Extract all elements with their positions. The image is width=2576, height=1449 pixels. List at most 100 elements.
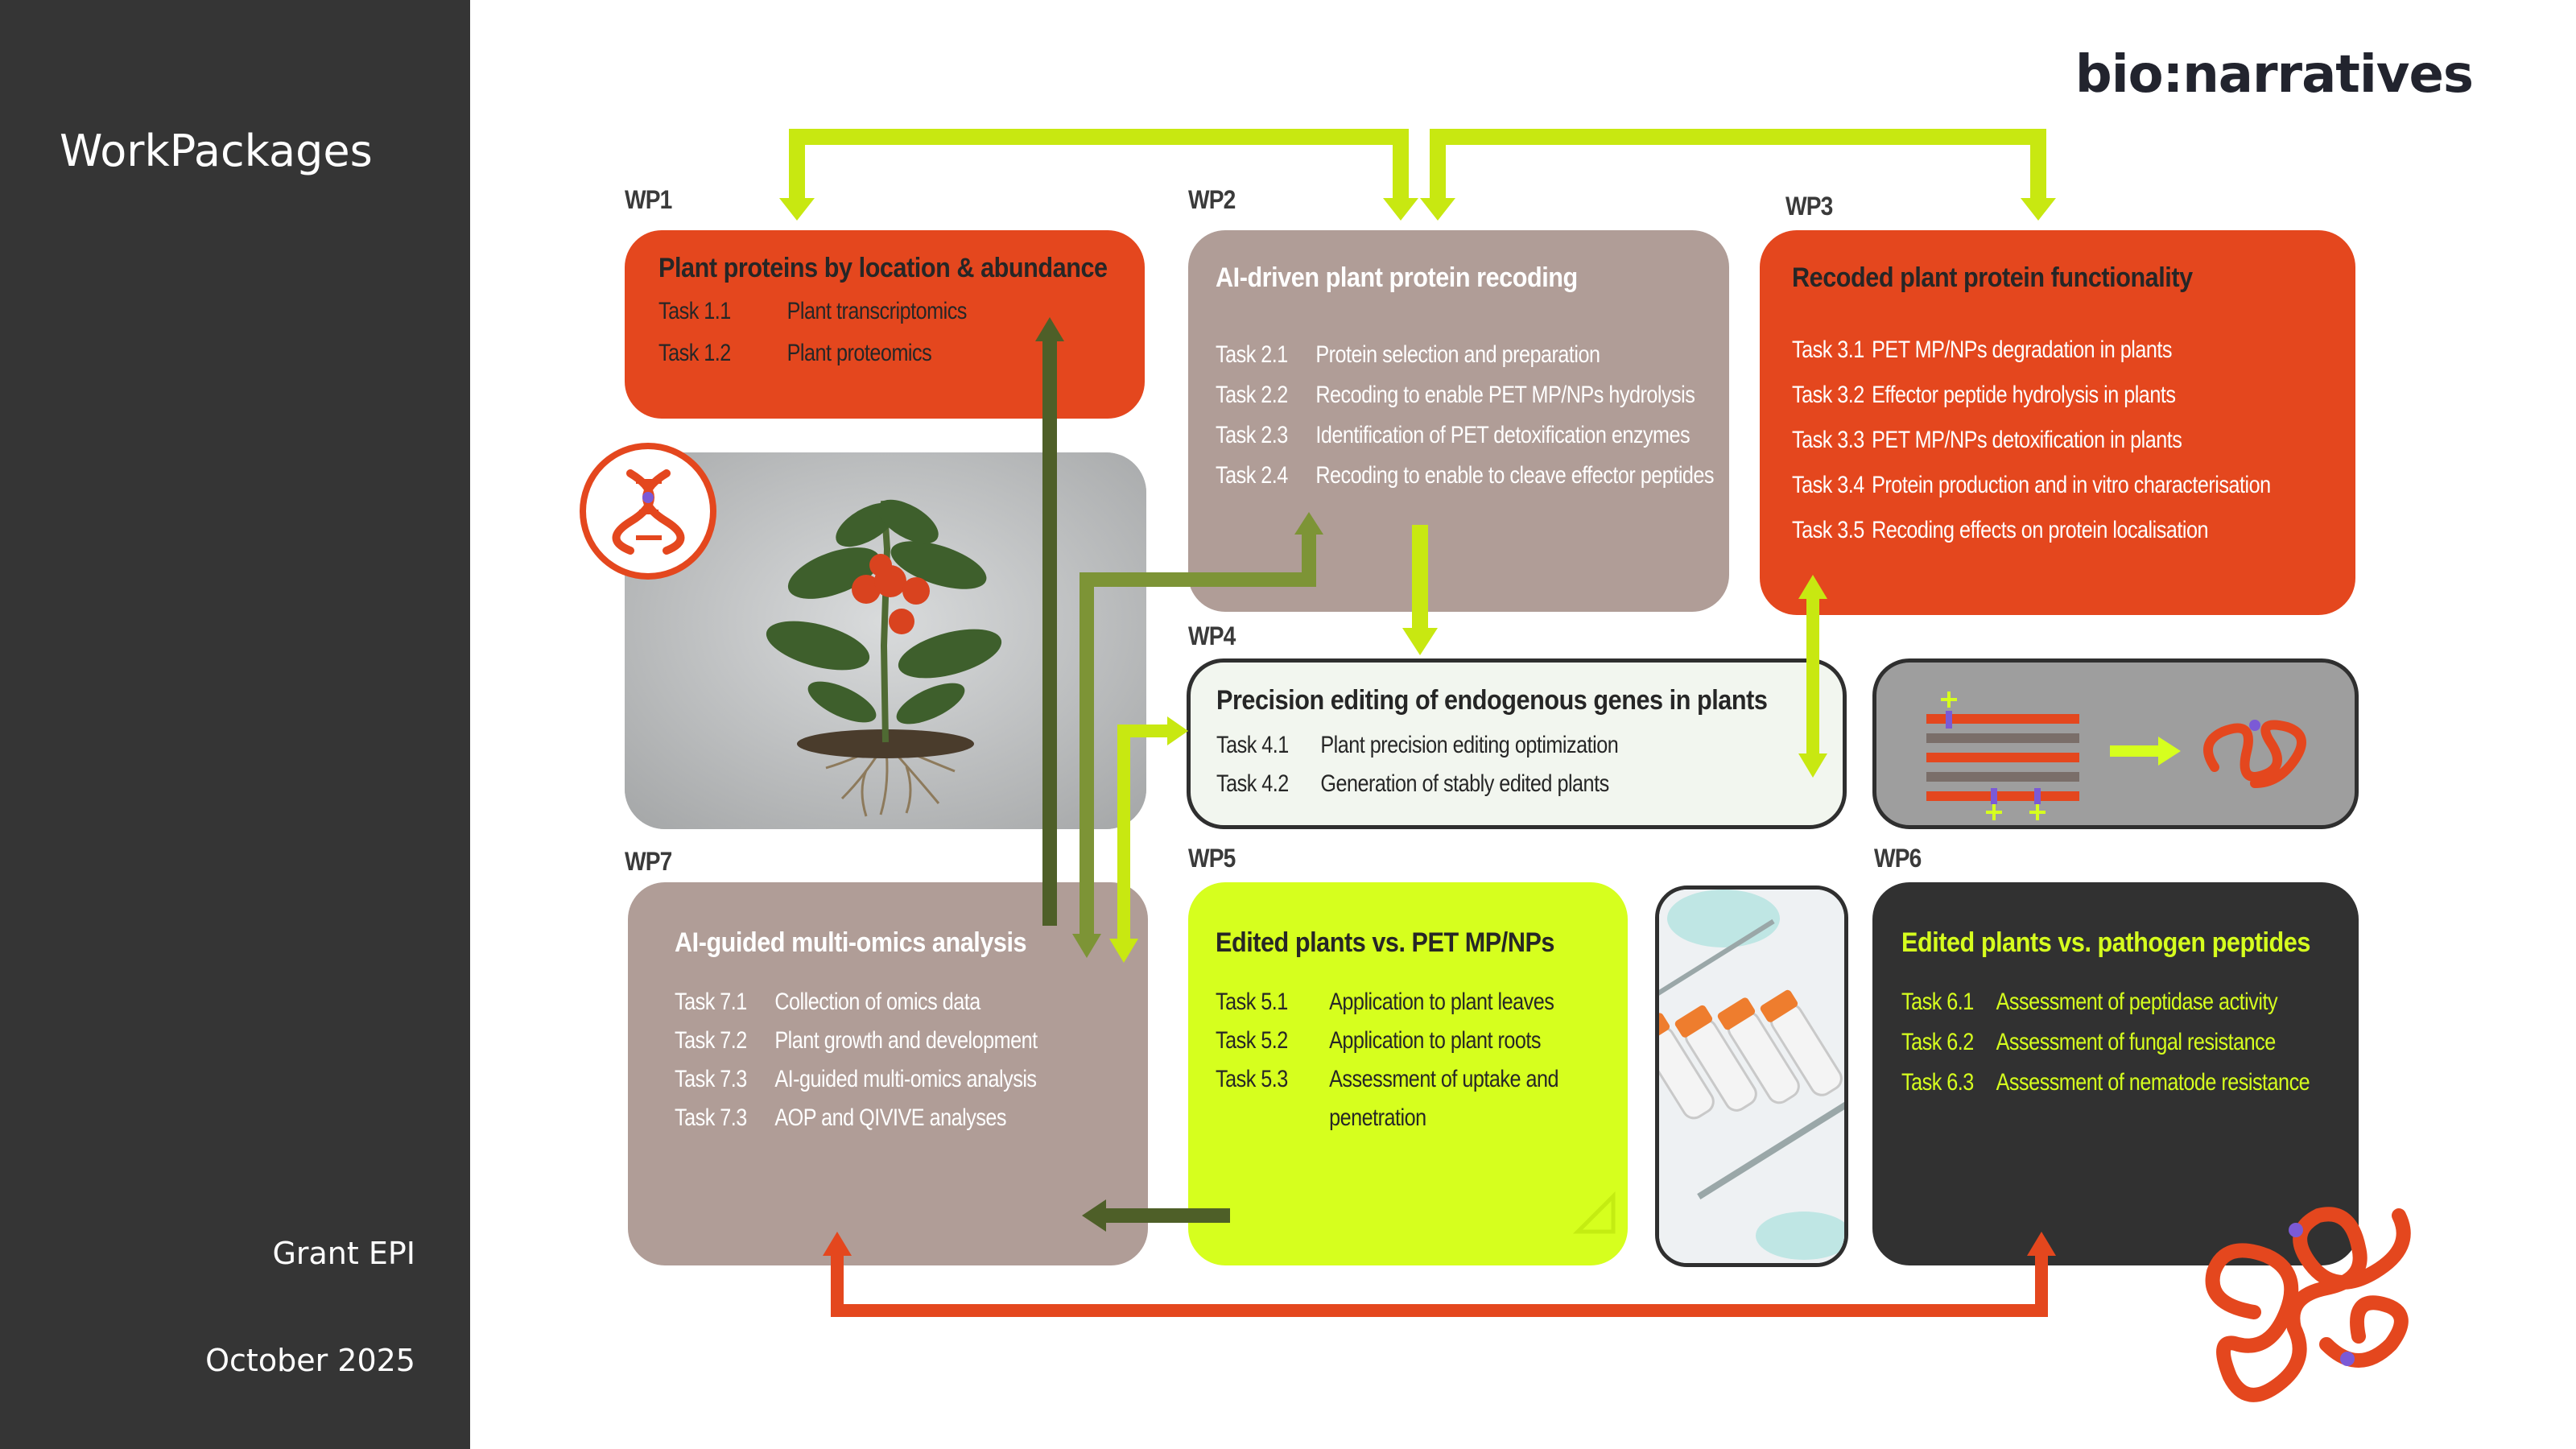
task-number: Task 5.3 (1216, 1066, 1288, 1092)
task-row: Task 6.3 Assessment of nematode resistanc… (1901, 1069, 2310, 1109)
task-text: Protein selection and preparation (1315, 341, 1600, 368)
task-number: Task 2.3 (1216, 422, 1288, 448)
task-row: Task 7.3 AOP and QIVIVE analyses (675, 1104, 1007, 1143)
task-row: Task 3.2 Effector peptide hydrolysis in p… (1792, 382, 2176, 427)
task-number: Task 2.1 (1216, 341, 1288, 368)
wp7-label: WP7 (625, 847, 672, 876)
task-number: Task 4.1 (1216, 732, 1289, 758)
wp1-label: WP1 (625, 185, 672, 214)
brand-logo: bio:narratives (2074, 45, 2474, 105)
wp6-title: Edited plants vs. pathogen peptides (1901, 927, 2310, 958)
task-row: Task 3.4 Protein production and in vitro … (1792, 472, 2271, 517)
task-text: AI-guided multi-omics analysis (774, 1066, 1037, 1092)
task-number: Task 3.4 (1792, 472, 1864, 498)
wp3-title: Recoded plant protein functionality (1792, 262, 2193, 293)
arrowhead (1420, 198, 1455, 221)
date-label: October 2025 (205, 1343, 415, 1378)
task-text: Generation of stably edited plants (1320, 770, 1609, 797)
task-number: Task 4.2 (1216, 770, 1289, 797)
task-text: Assessment of peptidase activity (1996, 989, 2278, 1015)
task-text: Effector peptide hydrolysis in plants (1872, 382, 2176, 408)
task-text: Assessment of nematode resistance (1996, 1069, 2310, 1096)
task-row: Task 7.3 AI-guided multi-omics analysis (675, 1066, 1037, 1104)
task-number: Task 7.1 (675, 989, 747, 1015)
task-row: Task 4.2 Generation of stably edited plan… (1216, 770, 1609, 809)
arrowhead (1167, 716, 1188, 745)
task-number: Task 3.1 (1792, 336, 1864, 363)
task-row: Task 4.1 Plant precision editing optimiza… (1216, 732, 1619, 770)
task-number: Task 2.4 (1216, 462, 1288, 489)
wp1-title: Plant proteins by location & abundance (658, 253, 1108, 283)
wp5-task-list: Task 5.1 Application to plant leaves Task… (1216, 989, 1559, 1143)
task-row: Task 1.1 Plant transcriptomics (658, 298, 967, 340)
task-text: Recoding effects on protein localisation (1872, 517, 2208, 543)
task-text: Plant precision editing optimization (1320, 732, 1619, 758)
wp4-task-list: Task 4.1 Plant precision editing optimiza… (1216, 732, 1619, 809)
protein-squiggle-icon (2205, 1207, 2411, 1402)
task-number: Task 3.2 (1792, 382, 1864, 408)
peptide-cleavage-icon (1926, 691, 2306, 820)
task-row: Task 2.3 Identification of PET detoxifica… (1216, 422, 1690, 462)
wp2-title: AI-driven plant protein recoding (1216, 262, 1578, 293)
task-text: Recoding to enable PET MP/NPs hydrolysis (1315, 382, 1695, 408)
task-text: AOP and QIVIVE analyses (774, 1104, 1007, 1131)
task-number: Task 7.3 (675, 1104, 747, 1131)
wp4-title: Precision editing of endogenous genes in… (1216, 685, 1768, 716)
slide-title: WorkPackages (60, 126, 373, 176)
task-text: Collection of omics data (774, 989, 980, 1015)
task-text: Application to plant leaves (1329, 989, 1554, 1015)
dna-badge (580, 443, 716, 580)
wp7-box: AI-guided multi-omics analysis Task 7.1 C… (628, 882, 1148, 1265)
task-number: Task 6.1 (1901, 989, 1974, 1015)
wp4-label: WP4 (1188, 621, 1236, 650)
task-row: Task 7.1 Collection of omics data (675, 989, 980, 1027)
task-row: Task 5.3 Assessment of uptake and (1216, 1066, 1559, 1104)
wp4-box: Precision editing of endogenous genes in… (1187, 658, 1847, 829)
wp5-title: Edited plants vs. PET MP/NPs (1216, 927, 1555, 958)
task-text: Plant transcriptomics (786, 298, 968, 324)
task-number: Task 7.3 (675, 1066, 747, 1092)
corner-triangle-icon (1572, 1191, 1616, 1234)
peptide-cleavage-illustration (1872, 658, 2359, 829)
task-number: Task 5.1 (1216, 989, 1288, 1015)
arrowhead (779, 198, 815, 221)
grant-label: Grant EPI (272, 1236, 415, 1271)
task-number: Task 1.1 (658, 298, 731, 324)
task-text: Application to plant roots (1329, 1027, 1541, 1054)
task-text: Plant growth and development (774, 1027, 1038, 1054)
test-tube-icon (1659, 890, 1844, 1263)
wp2-label: WP2 (1188, 185, 1236, 214)
task-row: Task 2.4 Recoding to enable to cleave eff… (1216, 462, 1715, 502)
wp7-task-list: Task 7.1 Collection of omics data Task 7.… (675, 989, 1038, 1143)
task-text: Protein production and in vitro characte… (1872, 472, 2271, 498)
task-text: Plant proteomics (786, 340, 932, 366)
wp1-task-list: Task 1.1 Plant transcriptomics Task 1.2 Pl… (658, 298, 967, 382)
arrow-wp2-to-wp1 (789, 129, 1409, 201)
task-number: Task 1.2 (658, 340, 731, 366)
task-row: Task 1.2 Plant proteomics (658, 340, 932, 382)
dna-icon (612, 469, 685, 555)
arrowhead (1383, 198, 1418, 221)
arrowhead (1402, 628, 1438, 655)
lab-tubes-image (1655, 886, 1848, 1267)
wp1-box: Plant proteins by location & abundance T… (625, 230, 1145, 419)
sidebar: WorkPackages Grant EPI October 2025 (0, 0, 470, 1449)
task-number: Task 2.2 (1216, 382, 1288, 408)
wp2-box: AI-driven plant protein recoding Task 2.… (1188, 230, 1729, 612)
task-number: Task 6.2 (1901, 1029, 1974, 1055)
task-number: Task 6.3 (1901, 1069, 1974, 1096)
task-row: Task 2.2 Recoding to enable PET MP/NPs hy… (1216, 382, 1695, 422)
task-text: Identification of PET detoxification enz… (1315, 422, 1690, 448)
task-number: Task 5.2 (1216, 1027, 1288, 1054)
task-number: Task 3.3 (1792, 427, 1864, 453)
task-text: Assessment of uptake and (1329, 1066, 1558, 1092)
arrow-wp2-to-wp3 (1430, 129, 2046, 201)
task-row: Task 5.2 Application to plant roots (1216, 1027, 1541, 1066)
task-text: Recoding to enable to cleave effector pe… (1315, 462, 1715, 489)
